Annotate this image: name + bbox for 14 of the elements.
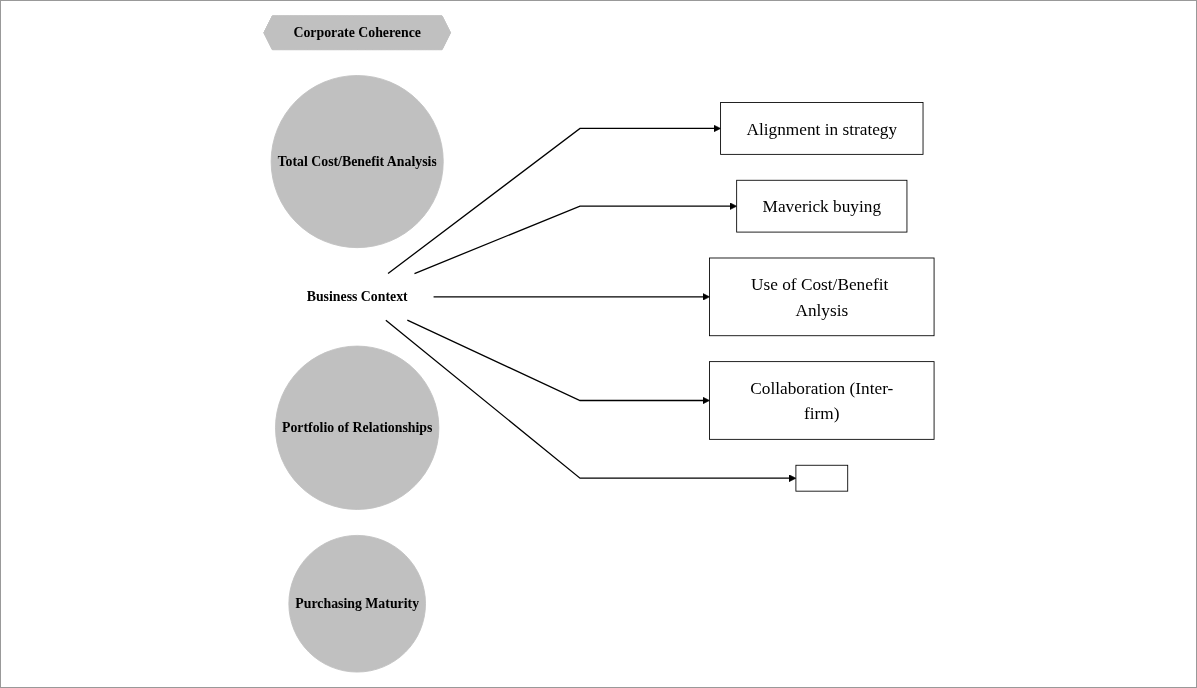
- node-text: Business Context: [306, 289, 408, 304]
- node-box: Use of Cost/Benefit Anlysis: [708, 257, 934, 337]
- node-circle: Total Cost/Benefit Analysis: [270, 75, 444, 249]
- arrow: [384, 319, 796, 482]
- node-box: Maverick buying: [735, 179, 907, 233]
- node-box: Alignment in strategy: [719, 102, 923, 155]
- node-circle: Portfolio of Relationships: [274, 345, 439, 510]
- arrow: [386, 124, 721, 275]
- arrow: [432, 293, 710, 301]
- arrow: [406, 319, 710, 405]
- node-box: [794, 464, 848, 492]
- node-circle: Purchasing Maturity: [287, 534, 426, 673]
- node-box: Collaboration (Inter-firm): [708, 361, 934, 440]
- arrow: [413, 202, 737, 275]
